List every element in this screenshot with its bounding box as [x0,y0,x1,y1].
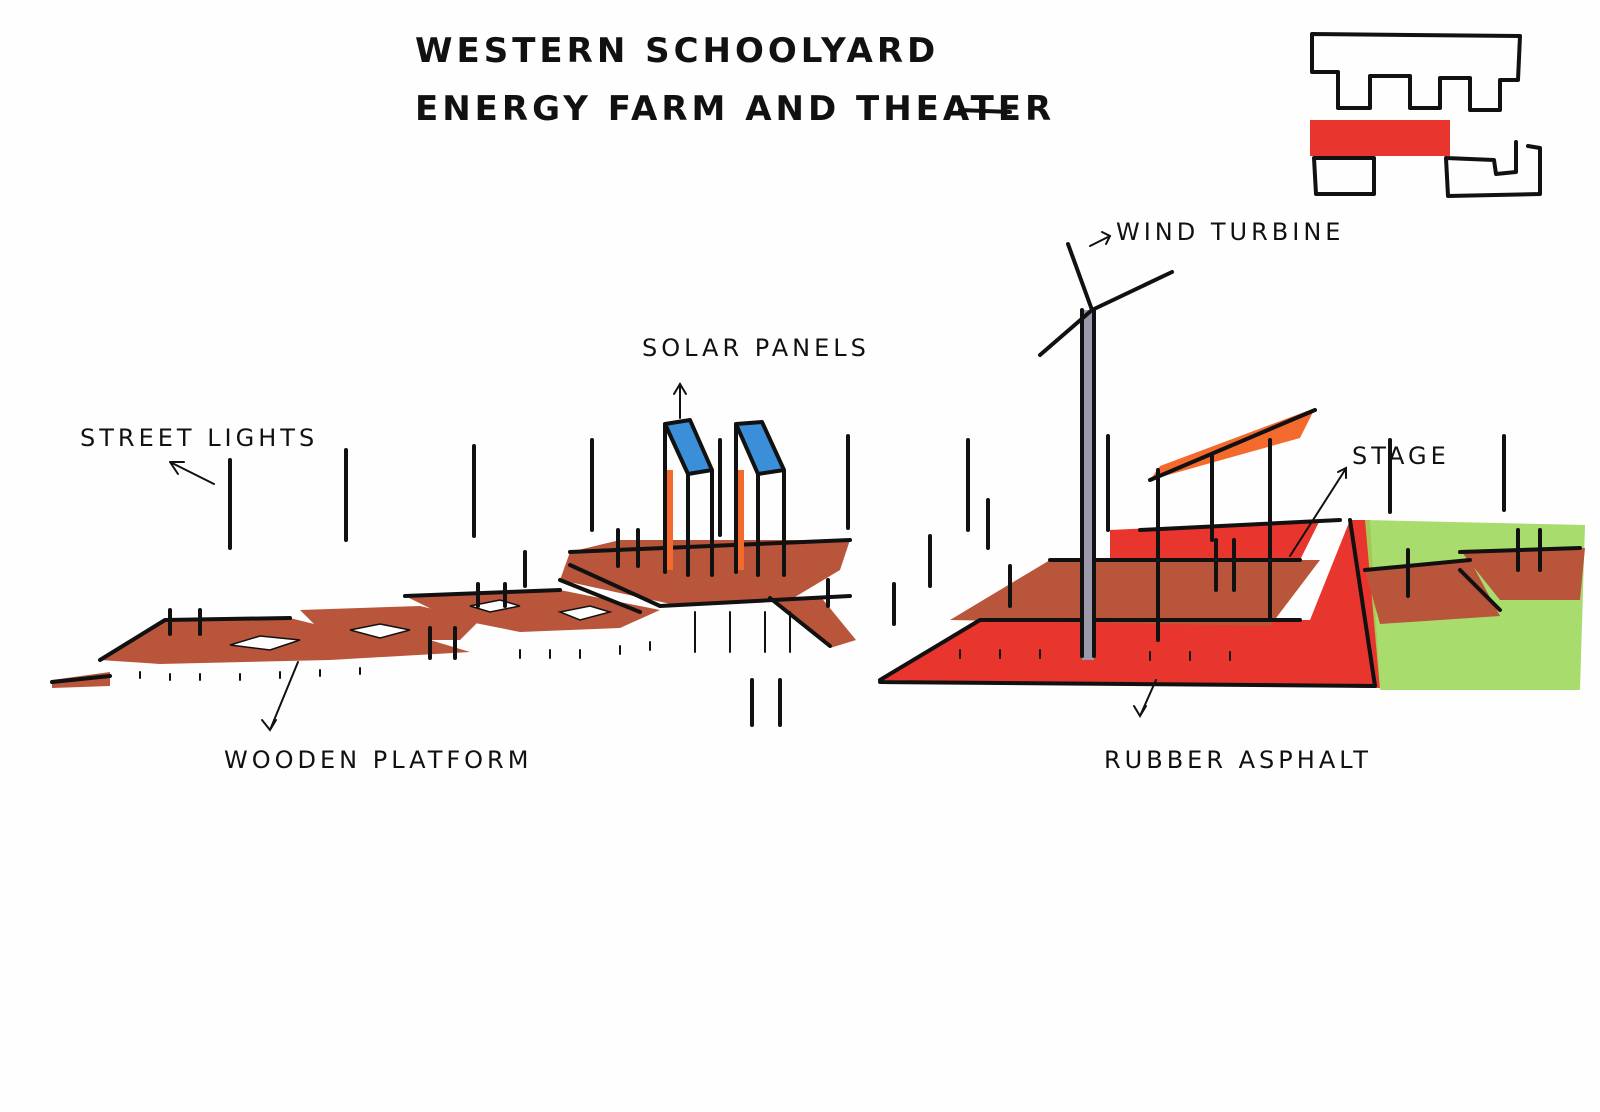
label-arrows [169,231,1347,732]
people [168,498,1542,727]
key-plan [1310,32,1542,198]
label-wooden-platform: WOODEN PLATFORM [224,746,532,774]
label-street-lights: STREET LIGHTS [80,424,318,452]
label-stage: STAGE [1352,442,1450,470]
label-solar-panels: SOLAR PANELS [642,334,870,362]
solar-panels [663,418,786,577]
street-lights [228,434,1506,550]
label-wind-turbine: WIND TURBINE [1116,218,1344,246]
label-rubber-asphalt: RUBBER ASPHALT [1104,746,1372,774]
title-line-2: ENERGY FARM AND THEATER [415,89,1055,129]
wind-turbine [1038,242,1174,660]
title-line-1: WESTERN SCHOOLYARD [415,31,939,71]
key-plan-highlight [1310,120,1450,156]
theater-area [878,408,1585,690]
